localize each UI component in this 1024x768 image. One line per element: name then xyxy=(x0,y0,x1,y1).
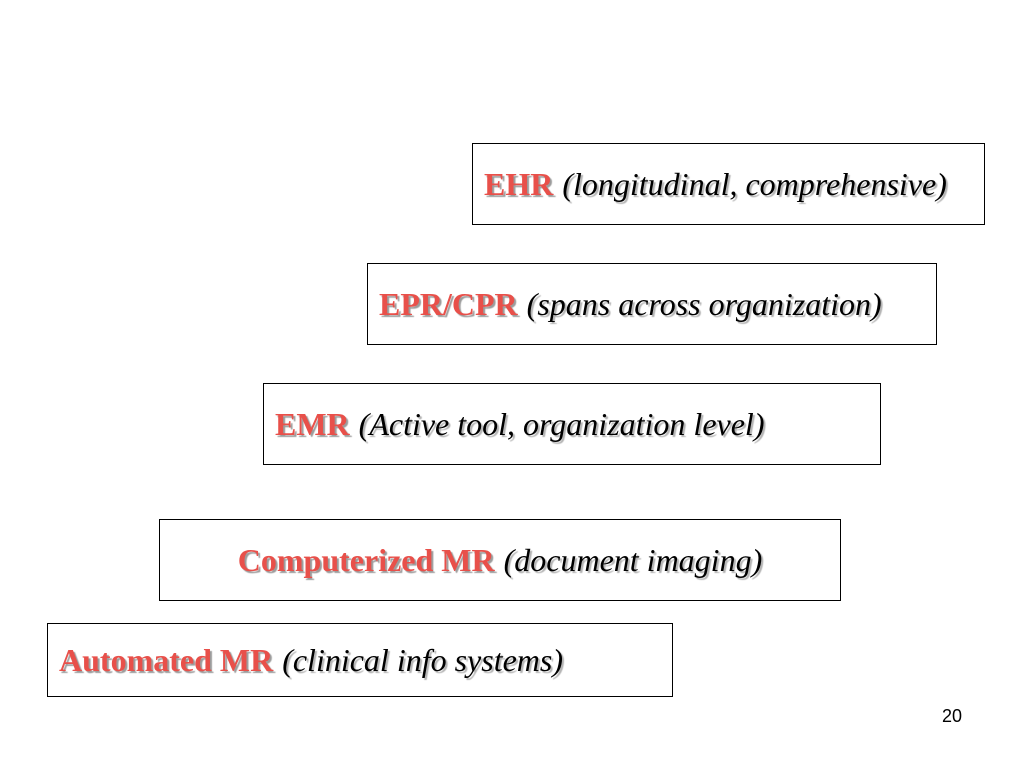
level-box-epr-cpr: EPR/CPR (spans across organization) xyxy=(367,263,937,345)
level-term-ehr: EHR xyxy=(484,166,554,202)
level-box-emr: EMR (Active tool, organization level) xyxy=(263,383,881,465)
level-term-epr-cpr: EPR/CPR xyxy=(379,286,518,322)
level-box-automated-mr: Automated MR (clinical info systems) xyxy=(47,623,673,697)
level-description-computerized-mr: (document imaging) xyxy=(503,542,763,578)
level-description-emr: (Active tool, organization level) xyxy=(358,406,765,442)
level-term-automated-mr: Automated MR xyxy=(59,642,274,678)
level-description-automated-mr: (clinical info systems) xyxy=(282,642,564,678)
level-box-computerized-mr: Computerized MR (document imaging) xyxy=(159,519,841,601)
level-term-computerized-mr: Computerized MR xyxy=(237,542,495,578)
level-description-ehr: (longitudinal, comprehensive) xyxy=(562,166,947,202)
level-box-ehr: EHR (longitudinal, comprehensive) xyxy=(472,143,985,225)
level-term-emr: EMR xyxy=(275,406,350,442)
page-number: 20 xyxy=(941,706,962,726)
level-description-epr-cpr: (spans across organization) xyxy=(526,286,882,322)
